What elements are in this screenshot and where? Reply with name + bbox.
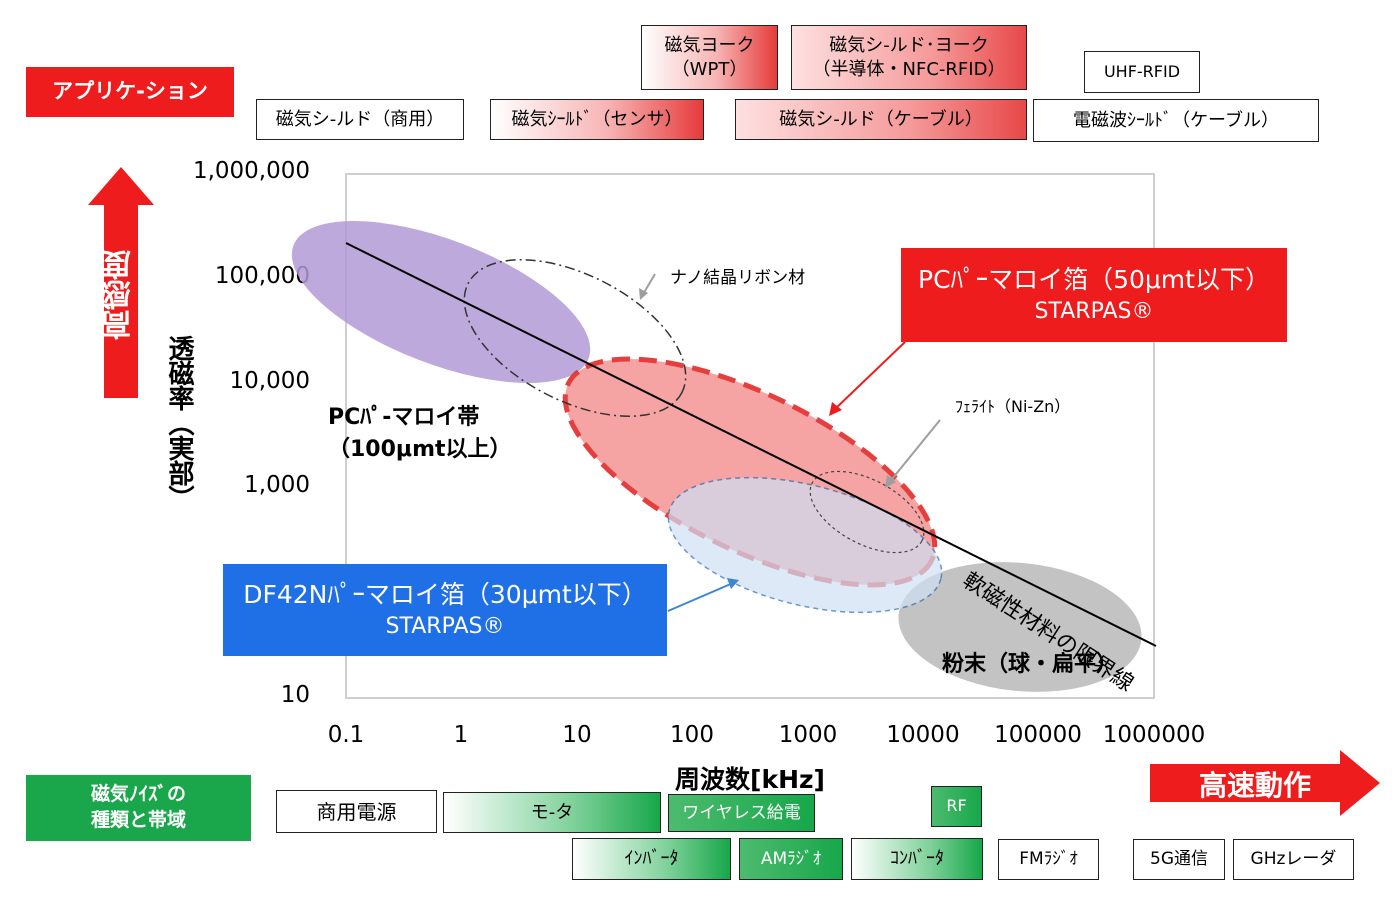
y-tick: 100,000 [214,263,310,289]
x-tick: 1 [453,722,469,748]
right-arrow-icon [1150,750,1380,816]
nano-crystal-ellipse [463,259,687,417]
noise-converter: ｺﾝﾊﾞｰﾀ [851,838,983,880]
nano-crystal-label: ナノ結晶リボン材 [670,268,806,288]
high-speed-label: 高速動作 [1198,769,1311,802]
df42n-ellipse [667,476,943,614]
ferrite-label: ﾌｪﾗｲﾄ（Ni-Zn） [955,397,1071,416]
x-tick: 100000 [994,722,1082,748]
pc-foil-pointer-head [829,402,842,416]
ferrite-pointer [887,419,941,485]
pc-foil-line1: PCﾊﾟｰマロイ箔（50μmt以下） [918,265,1270,295]
y-tick: 10,000 [229,368,310,394]
noise-wireless-power: ワイヤレス給電 [668,794,815,832]
noise-commercial-power: 商用電源 [276,790,437,833]
soft-magnetic-limit-line [345,242,1157,647]
df42n-callout: DF42Nﾊﾟｰマロイ箔（30μmt以下） STARPAS® [223,564,667,656]
noise-am-radio: AMﾗｼﾞｵ [739,838,843,880]
app-magnetic-shield-cable: 磁気シ-ルド（ケーブル） [735,99,1027,140]
df42n-line2: STARPAS® [385,614,505,640]
app-em-shield-cable: 電磁波ｼｰﾙﾄﾞ（ケーブル） [1033,99,1319,142]
app-magnetic-shield-yoke: 磁気シ-ルド･ヨーク （半導体・NFC-RFID） [791,25,1027,90]
y-tick: 1,000 [244,472,310,498]
app-magnetic-yoke: 磁気ヨーク （WPT） [641,25,778,90]
pc-foil-pointer [833,341,906,411]
x-axis-label: 周波数[kHz] [675,765,825,794]
app-magnetic-shield-yoke-line2: （半導体・NFC-RFID） [812,58,1006,80]
x-tick: 1000 [778,722,838,748]
pc-foil-callout: PCﾊﾟｰマロイ箔（50μmt以下） STARPAS® [901,248,1287,342]
app-uhf-rfid: UHF-RFID [1084,51,1200,93]
high-speed-arrow [1150,750,1380,816]
x-tick: 1000000 [1102,722,1206,748]
app-magnetic-shield-commercial: 磁気シ-ルド（商用） [256,99,464,140]
powder-label: 粉末（球・扁平） [942,652,1119,677]
powder-ellipse [898,562,1142,692]
df42n-pointer-head [727,578,739,589]
nano-pointer-head [639,288,648,300]
noise-fm-radio: FMﾗｼﾞｵ [998,839,1099,880]
pc-permalloy-band-line2: （100μmt以上） [328,436,512,462]
pc-permalloy-band-ellipse [291,221,591,383]
noise-rf: RF [931,786,982,827]
noise-inverter: ｲﾝﾊﾞｰﾀ [572,838,731,880]
applications-title: アプリケ-ション [26,67,234,117]
noise-title-line2: 種類と帯域 [90,809,186,831]
df42n-line1: DF42Nﾊﾟｰマロイ箔（30μmt以下） [243,580,647,610]
noise-title-line1: 磁気ﾉｲｽﾞの [90,783,186,806]
x-tick: 100 [670,722,714,748]
plot-frame [345,173,1155,699]
app-magnetic-yoke-line1: 磁気ヨーク [664,35,755,57]
pc-permalloy-band-label: PCﾊﾟ-マロイ帯 （100μmt以上） [328,402,528,466]
df42n-pointer [667,582,734,612]
noise-motor: モ-タ [443,792,661,833]
noise-5g: 5G通信 [1133,839,1225,880]
noise-ghz-radar: GHzレーダ [1233,839,1354,880]
ferrite-pointer-head [885,475,896,488]
pc-permalloy-band-line1: PCﾊﾟ-マロイ帯 [328,405,480,430]
app-magnetic-shield-sensor: 磁気ｼｰﾙﾄﾞ（センサ） [490,99,704,140]
app-magnetic-shield-yoke-line1: 磁気シ-ルド･ヨーク [829,35,989,57]
y-tick: 10 [280,682,310,708]
up-arrow-icon [88,167,154,398]
pc-foil-line2: STARPAS® [1034,299,1154,325]
x-tick: 10000 [886,722,960,748]
y-tick: 1,000,000 [192,158,310,184]
app-magnetic-yoke-line2: （WPT） [671,58,748,80]
ferrite-ellipse [809,470,925,554]
x-tick: 0.1 [327,722,365,748]
x-tick: 10 [562,722,592,748]
y-axis-label: 透磁率（実部） [164,335,194,510]
high-sensitivity-arrow [88,167,154,398]
noise-title: 磁気ﾉｲｽﾞの 種類と帯域 [26,775,251,841]
